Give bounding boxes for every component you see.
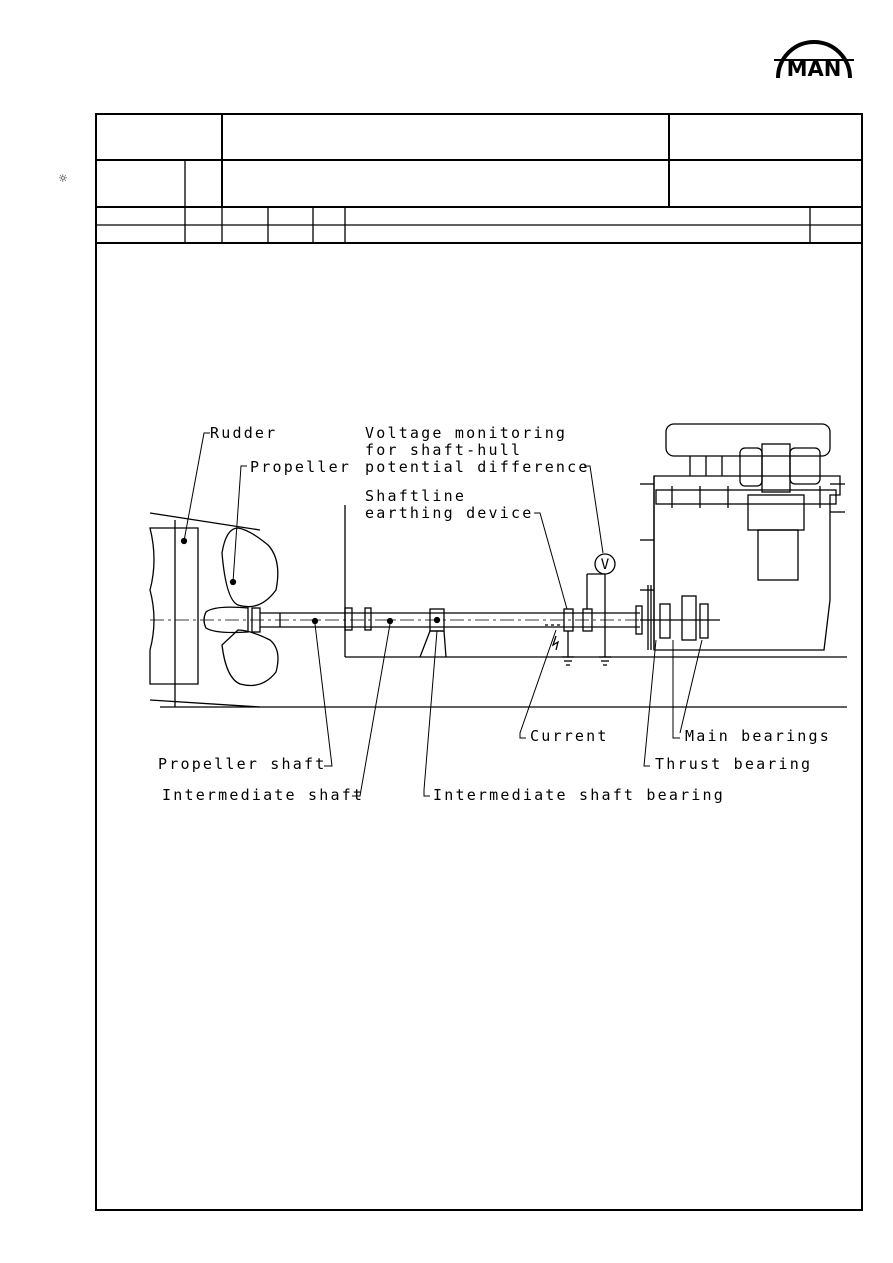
label-main-bearings: Main bearings [685,727,831,745]
label-earthing-2: earthing device [365,504,534,522]
label-propeller: Propeller [250,458,352,476]
title-block [95,113,863,1211]
rudder-shape [149,527,199,685]
shaft-line [150,553,720,666]
main-engine [640,423,845,651]
hull-outline [149,505,847,708]
label-voltage-2: for shaft-hull [365,441,523,459]
voltmeter-symbol: V [601,557,610,573]
label-thrust-bearing: Thrust bearing [655,755,813,773]
man-logo-arc [774,40,854,79]
label-earthing-1: Shaftline [365,487,467,505]
label-current: Current [530,727,609,745]
label-voltage-3: potential difference [365,458,590,476]
logo-text: MAN [786,57,842,81]
label-rudder: Rudder [210,424,278,442]
man-logo: MAN [770,34,858,84]
leader-lines [183,432,703,797]
label-propeller-shaft: Propeller shaft [158,755,327,773]
label-voltage-1: Voltage monitoring [365,424,568,442]
label-intermediate-shaft: Intermediate shaft [162,786,365,804]
revision-mark-icon: ☼ [58,172,68,185]
label-intermediate-shaft-bearing: Intermediate shaft bearing [433,786,725,804]
propeller-shape [203,527,279,687]
